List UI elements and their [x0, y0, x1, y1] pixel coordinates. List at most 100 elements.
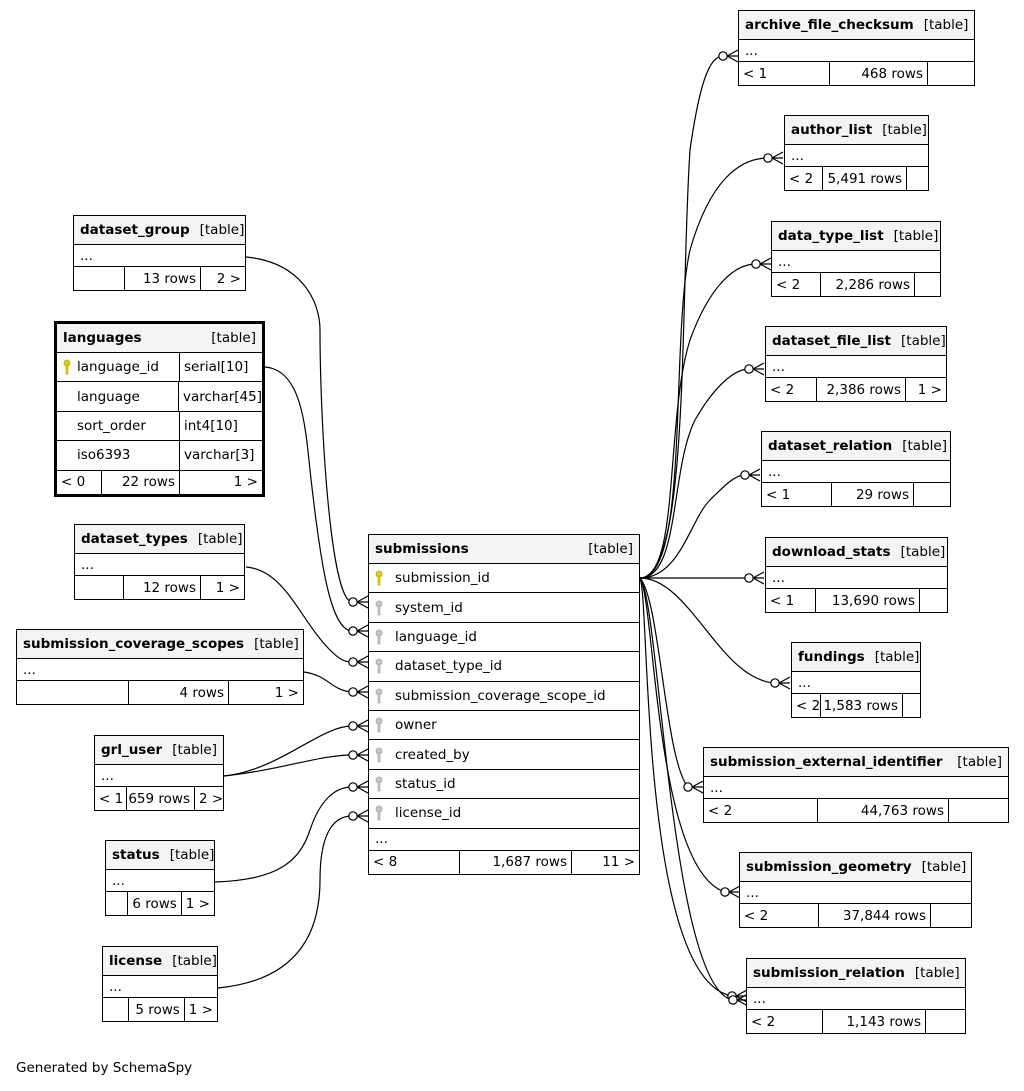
foreign-key-icon: [369, 717, 389, 733]
table-type: [table]: [900, 544, 946, 560]
more-columns: ...: [785, 145, 928, 167]
child-count: [919, 589, 947, 612]
parent-count: < 2: [708, 802, 733, 819]
table-name: submission_geometry: [746, 859, 912, 875]
table-type: [table]: [199, 222, 245, 238]
relationship-line: [639, 577, 726, 893]
table-name: submission_relation: [753, 965, 905, 981]
table-name: data_type_list: [778, 228, 884, 244]
field-name: language_id: [395, 628, 477, 645]
row-count: 1,143 rows: [822, 1010, 925, 1033]
optional-marker-circle: [348, 750, 358, 760]
table-submissions[interactable]: submissions [table] submission_id system…: [368, 534, 640, 875]
table-type: [table]: [197, 531, 243, 547]
child-count: [906, 167, 928, 190]
crows-foot-marker: [356, 780, 369, 794]
foreign-key-icon: [369, 658, 389, 674]
more-columns: ...: [747, 988, 965, 1010]
field-type: serial[10]: [179, 353, 262, 382]
table-submission-coverage-scopes[interactable]: submission_coverage_scopes[table] ... 4 …: [16, 629, 304, 705]
optional-marker-circle: [348, 626, 358, 636]
child-count: 1 >: [180, 892, 214, 915]
optional-marker-circle: [718, 51, 728, 61]
field-row: submission_coverage_scope_id: [369, 682, 639, 711]
table-type: [table]: [254, 636, 299, 652]
more-columns: ...: [766, 567, 947, 589]
field-row: dataset_type_id: [369, 652, 639, 682]
relationship-line: [214, 786, 353, 883]
field-row: submission_id: [369, 564, 639, 594]
foreign-key-icon: [369, 805, 389, 821]
field-name: owner: [395, 717, 437, 734]
child-count: 2 >: [194, 787, 227, 810]
primary-key-icon: [57, 359, 77, 375]
field-row: owner: [369, 711, 639, 741]
more-columns: ...: [772, 251, 940, 273]
field-name: language: [77, 388, 140, 405]
parent-count: [74, 267, 124, 290]
table-name: author_list: [791, 122, 873, 138]
relationship-line: [639, 368, 750, 579]
table-submission-external-identifier[interactable]: submission_external_identifier[table] ..…: [703, 747, 1009, 823]
child-count: 11 >: [571, 850, 639, 874]
table-name: dataset_group: [80, 222, 190, 238]
row-count: 5,491 rows: [822, 167, 906, 190]
row-count: 29 rows: [831, 483, 913, 506]
optional-marker-circle: [348, 782, 358, 792]
optional-marker-circle: [744, 573, 754, 583]
field-row: license_id: [369, 799, 639, 829]
relationship-line: [639, 577, 776, 684]
relationship-line: [639, 577, 689, 788]
relationship-line: [639, 263, 757, 579]
child-count: [948, 799, 1008, 822]
table-type: [table]: [921, 859, 967, 875]
more-columns: ...: [106, 870, 214, 892]
field-row: created_by: [369, 740, 639, 770]
more-columns: ...: [704, 777, 1008, 799]
parent-count: < 1: [766, 486, 791, 503]
more-columns: ...: [766, 356, 946, 378]
table-type: [table]: [211, 330, 256, 346]
child-count: [927, 62, 974, 85]
foreign-key-icon: [369, 600, 389, 616]
child-count: 1 >: [179, 470, 262, 494]
optional-marker-circle: [751, 259, 761, 269]
table-type: [table]: [902, 438, 947, 454]
field-name: submission_id: [395, 570, 490, 587]
table-type: [table]: [893, 228, 939, 244]
table-name: archive_file_checksum: [745, 17, 914, 33]
crows-foot-marker: [726, 49, 739, 63]
row-count: 2,286 rows: [820, 273, 914, 296]
field-name: submission_coverage_scope_id: [395, 687, 606, 704]
row-count: 22 rows: [101, 470, 179, 494]
optional-marker-circle: [740, 470, 750, 480]
field-name: created_by: [395, 746, 470, 763]
crows-foot-marker: [759, 257, 772, 271]
row-count: 13,690 rows: [815, 589, 919, 612]
parent-count: < 2: [796, 697, 821, 714]
table-name: license: [109, 953, 163, 969]
row-count: 5 rows: [127, 998, 184, 1021]
optional-marker-circle: [683, 782, 693, 792]
optional-marker-circle: [348, 657, 358, 667]
crows-foot-marker: [778, 676, 791, 690]
optional-marker-circle: [348, 811, 358, 821]
row-count: 13 rows: [124, 267, 200, 290]
